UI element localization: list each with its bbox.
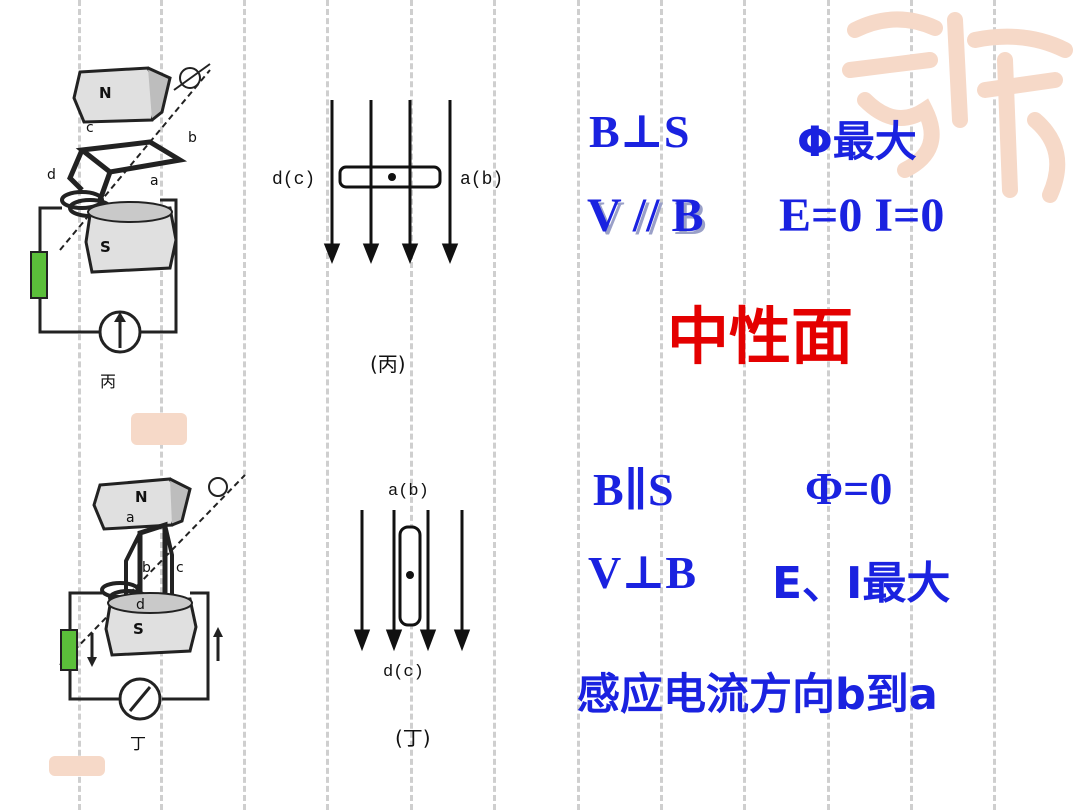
bottom-relation-2-right: E、I最大 xyxy=(772,558,951,609)
grid-line xyxy=(827,0,830,810)
grid-line xyxy=(243,0,246,810)
coil-label-a-bottom: a xyxy=(126,510,135,526)
generator-diagram-bottom xyxy=(59,474,246,721)
figure-caption-mid: (丙) xyxy=(370,352,406,376)
coil-label-b: b xyxy=(188,130,197,146)
field-lines-bottom xyxy=(353,510,471,652)
top-relation-2-right: E=0 I=0 xyxy=(779,189,945,242)
grid-line xyxy=(577,0,580,810)
watermark-seal xyxy=(842,11,1073,203)
figure-caption-left-bottom: 丁 xyxy=(130,734,147,753)
induced-current-direction: 感应电流方向b到a xyxy=(577,670,938,720)
magnet-s-label: S xyxy=(100,238,111,256)
field-lines-top xyxy=(323,100,459,265)
coil-label-d: d xyxy=(47,167,56,183)
bottom-relation-1-right: Φ=0 xyxy=(805,463,893,514)
grid-line xyxy=(78,0,81,810)
top-relation-2-left: V // B xyxy=(587,189,704,242)
grid-line xyxy=(660,0,663,810)
generator-diagram-top xyxy=(30,63,211,354)
bottom-relation-2-left: V⊥B xyxy=(588,547,697,598)
watermark-stamp xyxy=(131,413,187,445)
coil-side-left-label: d(c) xyxy=(272,170,316,190)
magnet-n-label-bottom: N xyxy=(135,488,148,506)
coil-side-bottom-label: d(c) xyxy=(383,663,424,682)
neutral-plane-title: 中性面 xyxy=(667,300,854,373)
grid-line xyxy=(493,0,496,810)
coil-label-a: a xyxy=(150,173,159,189)
coil-side-top-label: a(b) xyxy=(388,482,429,501)
coil-label-b-bottom: b xyxy=(142,560,151,576)
figure-caption-mid-bottom: (丁) xyxy=(395,726,431,750)
grid-line xyxy=(743,0,746,810)
magnet-n-label: N xyxy=(99,84,112,102)
top-relation-1-right: Φ最大 xyxy=(797,117,917,166)
figure-caption-left: 丙 xyxy=(100,372,117,391)
magnet-s-label-bottom: S xyxy=(133,620,144,638)
top-relation-1-left: B⊥S xyxy=(589,106,690,157)
grid-line xyxy=(160,0,163,810)
grid-line xyxy=(993,0,996,810)
watermark-stamp xyxy=(49,756,105,776)
coil-side-right-label: a(b) xyxy=(460,170,504,190)
bottom-relation-1-left: B∥S xyxy=(593,464,674,515)
coil-label-d-bottom: d xyxy=(136,597,145,613)
coil-label-c-bottom: c xyxy=(176,560,184,576)
grid-line xyxy=(326,0,329,810)
grid-line xyxy=(910,0,913,810)
grid-line xyxy=(410,0,413,810)
coil-label-c: c xyxy=(86,120,94,136)
